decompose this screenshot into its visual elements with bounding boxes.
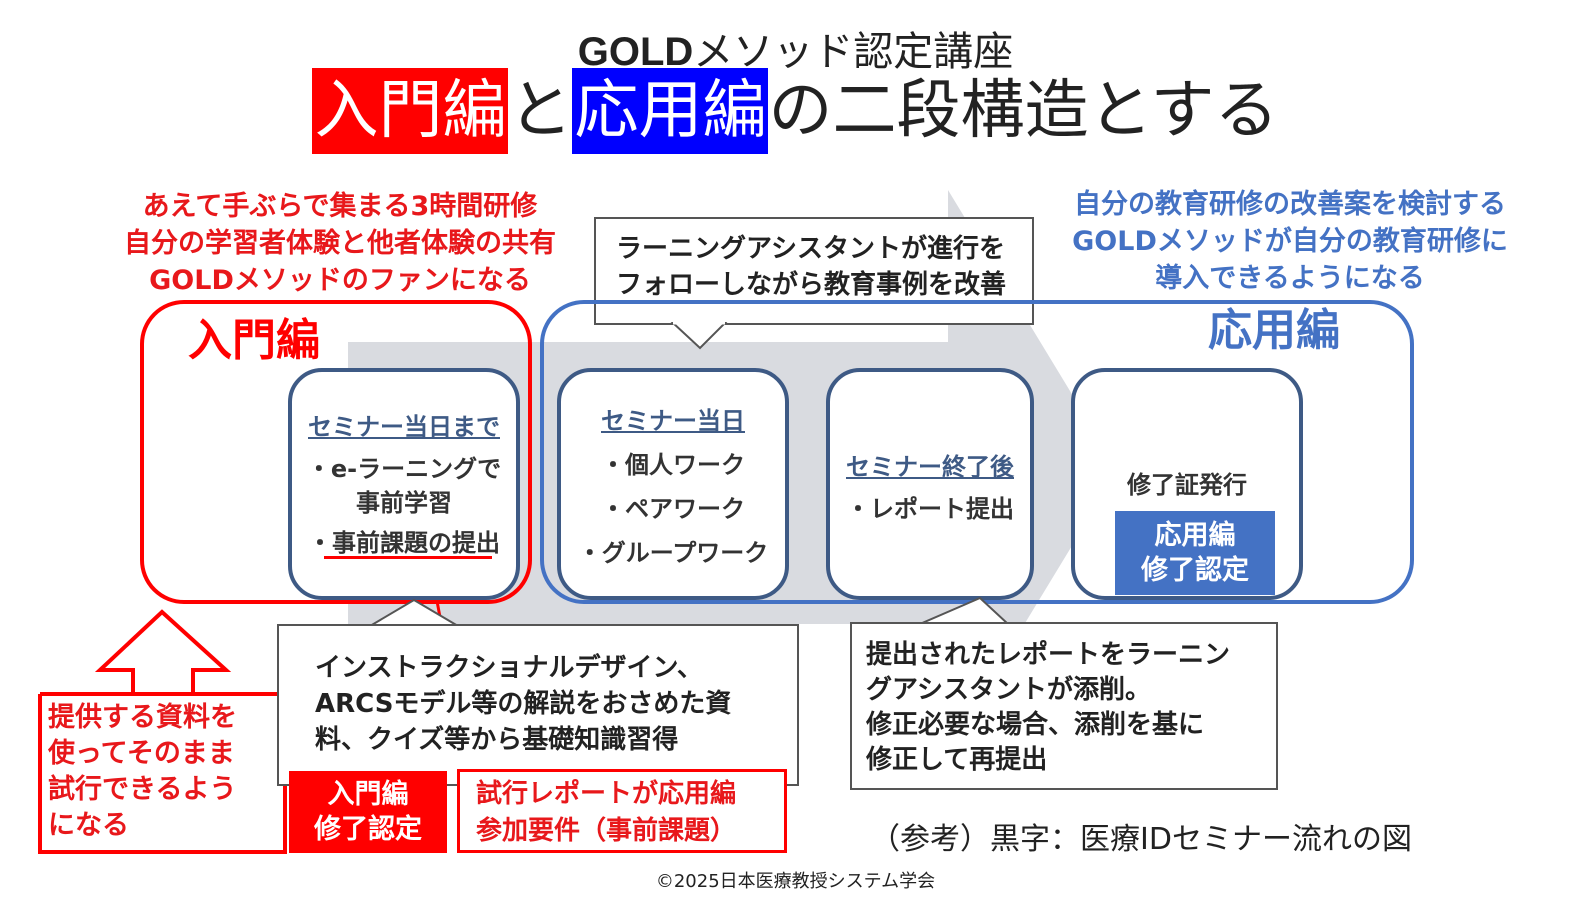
intro-label: 入門編 (188, 315, 320, 366)
adv-completion-badge: 応用編 修了認定 (1115, 511, 1275, 595)
stage-before-seminar: セミナー当日まで ・e-ラーニングで 事前学習 ・事前課題の提出 (288, 368, 520, 600)
certificate-issue-text: 修了証発行 (1127, 471, 1247, 499)
title-intro-highlight: 入門編 (312, 68, 509, 154)
up-arrow-icon (94, 609, 232, 696)
stage-seminar-day: セミナー当日 ・個人ワーク ・ペアワーク ・グループワーク (557, 368, 789, 600)
pre-task-underline (324, 556, 492, 559)
materials-note: 提供する資料を 使ってそのまま 試行できるよう になる (48, 702, 237, 841)
stage-after-seminar: セミナー終了後 ・レポート提出 (826, 368, 1034, 600)
red-note-outline (38, 692, 287, 854)
reference-note: （参考）黒字：医療IDセミナー流れの図 (870, 822, 1412, 857)
adv-description: 自分の教育研修の改善案を検討する GOLDメソッドが自分の教育研修に 導入できる… (1072, 189, 1508, 294)
title-line1: GOLDメソッド認定講座 (577, 29, 1014, 75)
title-adv-highlight: 応用編 (572, 68, 769, 154)
stage-day-heading: セミナー当日 (601, 407, 745, 435)
copyright: ©2025日本医療教授システム学会 (655, 871, 936, 892)
callout-top-tail (670, 322, 728, 350)
stage-after-heading: セミナー終了後 (846, 453, 1014, 481)
callout-report-review: 提出されたレポートをラーニン グアシスタントが添削。 修正必要な場合、添削を基に… (850, 622, 1278, 790)
intro-description: あえて手ぶらで集まる3時間研修 自分の学習者体験と他者体験の共有 GOLDメソッ… (124, 191, 556, 296)
intro-completion-badge: 入門編 修了認定 (289, 771, 447, 853)
title-line2: 入門編と応用編の二段構造とする (0, 68, 1591, 154)
adv-label: 応用編 (1208, 305, 1340, 356)
callout-elearning-materials: インストラクショナルデザイン、ARCSモデル等の解説をおさめた資料、クイズ等から… (277, 624, 799, 786)
intro-group-box (140, 300, 532, 604)
callout-learning-assistant: ラーニングアシスタントが進行を フォローしながら教育事例を改善 (594, 217, 1034, 325)
trial-report-requirement: 試行レポートが応用編 参加要件（事前課題） (457, 769, 787, 853)
stage-before-heading: セミナー当日まで (308, 413, 500, 441)
